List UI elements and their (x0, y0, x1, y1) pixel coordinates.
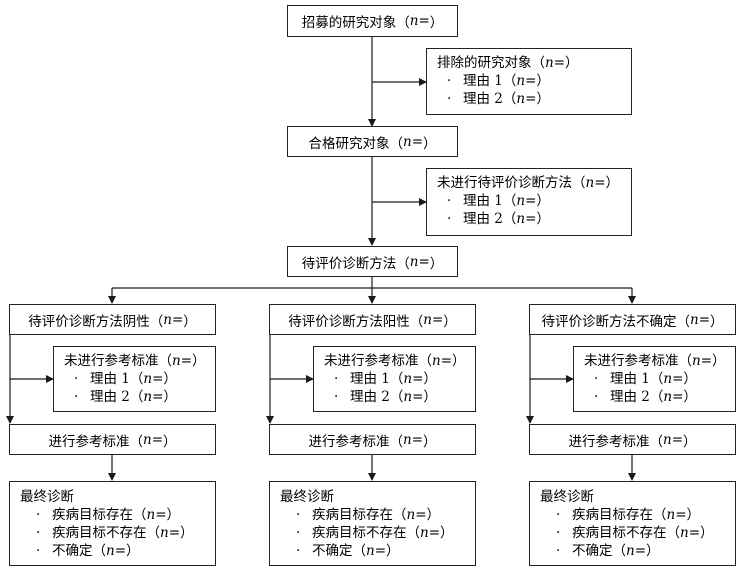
index-uncertain-label: 待评价诊断方法不确定 (541, 313, 677, 330)
box-branch3-no-ref: 未进行参考标准（n=） ·理由 1（n=） ·理由 2（n=） (573, 346, 736, 412)
branch2-ref-label: 进行参考标准 (308, 433, 390, 450)
branch3-ref-label: 进行参考标准 (568, 433, 650, 450)
branch2-no-ref-title: 未进行参考标准 (324, 353, 419, 369)
not-done-index-reason-1: 理由 1 (463, 193, 503, 209)
branch3-no-ref-reason-2: 理由 2 (610, 389, 650, 405)
branch2-final-item-3: 不确定 (312, 543, 353, 559)
excluded-title: 排除的研究对象 (437, 55, 532, 71)
box-branch1-final: 最终诊断 ·疾病目标存在（n=） ·疾病目标不存在（n=） ·不确定（n=） (9, 481, 216, 566)
box-branch3-final: 最终诊断 ·疾病目标存在（n=） ·疾病目标不存在（n=） ·不确定（n=） (529, 481, 736, 566)
branch2-final-item-2: 疾病目标不存在 (312, 525, 407, 541)
branch1-final-title: 最终诊断 (20, 489, 74, 505)
not-done-index-reason-2: 理由 2 (463, 211, 503, 227)
box-recruited: 招募的研究对象（n=） (287, 5, 458, 37)
box-index-negative: 待评价诊断方法阴性（n=） (9, 304, 216, 335)
branch1-final-item-2: 疾病目标不存在 (52, 525, 147, 541)
branch2-no-ref-reason-1: 理由 1 (350, 371, 390, 387)
box-branch2-no-ref: 未进行参考标准（n=） ·理由 1（n=） ·理由 2（n=） (313, 346, 476, 412)
branch3-final-item-2: 疾病目标不存在 (572, 525, 667, 541)
branch2-final-item-1: 疾病目标存在 (312, 507, 393, 523)
not-done-index-title: 未进行待评价诊断方法 (437, 175, 572, 191)
branch1-no-ref-reason-1: 理由 1 (90, 371, 130, 387)
box-excluded: 排除的研究对象（n=） ·理由 1（n=） ·理由 2（n=） (426, 48, 632, 115)
branch3-no-ref-title: 未进行参考标准 (584, 353, 679, 369)
eligible-label: 合格研究对象 (308, 135, 390, 152)
branch3-final-title: 最终诊断 (540, 489, 594, 505)
box-not-done-index: 未进行待评价诊断方法（n=） ·理由 1（n=） ·理由 2（n=） (426, 168, 632, 236)
branch1-final-item-3: 不确定 (52, 543, 93, 559)
branch2-no-ref-reason-2: 理由 2 (350, 389, 390, 405)
branch1-final-item-1: 疾病目标存在 (52, 507, 133, 523)
box-branch1-ref: 进行参考标准（n=） (9, 424, 216, 455)
branch3-no-ref-reason-1: 理由 1 (610, 371, 650, 387)
index-test-label: 待评价诊断方法 (301, 255, 397, 272)
box-branch2-ref: 进行参考标准（n=） (269, 424, 476, 455)
branch1-no-ref-reason-2: 理由 2 (90, 389, 130, 405)
recruited-label: 招募的研究对象 (301, 15, 397, 31)
box-index-positive: 待评价诊断方法阳性（n=） (269, 304, 476, 335)
box-branch1-no-ref: 未进行参考标准（n=） ·理由 1（n=） ·理由 2（n=） (53, 346, 216, 412)
branch1-no-ref-title: 未进行参考标准 (64, 353, 159, 369)
index-negative-label: 待评价诊断方法阴性 (28, 313, 150, 330)
excluded-reason-1: 理由 1 (463, 73, 503, 89)
box-branch2-final: 最终诊断 ·疾病目标存在（n=） ·疾病目标不存在（n=） ·不确定（n=） (269, 481, 476, 566)
box-index-test: 待评价诊断方法（n=） (287, 246, 458, 277)
branch2-final-title: 最终诊断 (280, 489, 334, 505)
excluded-reason-2: 理由 2 (463, 91, 503, 107)
branch3-final-item-3: 不确定 (572, 543, 613, 559)
box-eligible: 合格研究对象（n=） (287, 126, 458, 157)
box-index-uncertain: 待评价诊断方法不确定（n=） (529, 304, 736, 335)
box-branch3-ref: 进行参考标准（n=） (529, 424, 736, 455)
branch3-final-item-1: 疾病目标存在 (572, 507, 653, 523)
branch1-ref-label: 进行参考标准 (48, 433, 130, 450)
index-positive-label: 待评价诊断方法阳性 (288, 313, 410, 330)
